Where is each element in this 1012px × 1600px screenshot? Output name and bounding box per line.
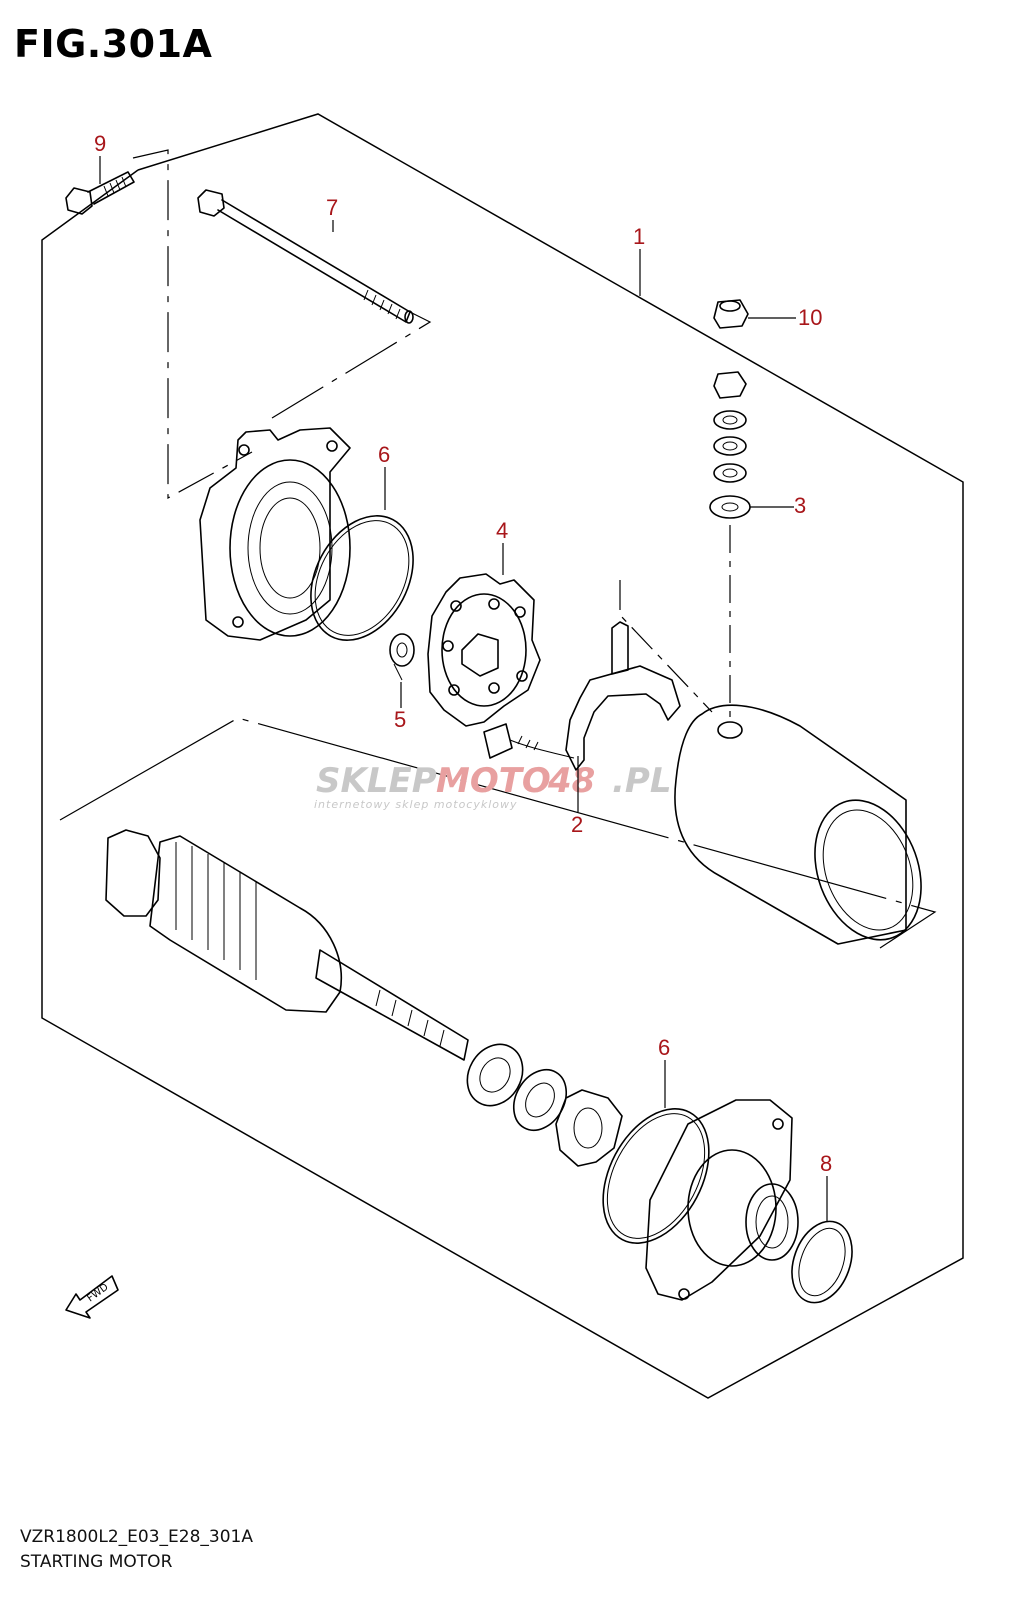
shaft-washers	[466, 1043, 623, 1167]
callout-5: 5	[394, 707, 406, 732]
callout-6-upper: 6	[378, 442, 390, 467]
motor-yoke	[674, 704, 922, 945]
callout-6-lower: 6	[658, 1035, 670, 1060]
o-ring-part-6-lower	[602, 1108, 710, 1244]
callout-8: 8	[820, 1151, 832, 1176]
terminal-brush-part-2	[483, 621, 681, 771]
watermark-brand-a: SKLEP	[316, 761, 437, 801]
watermark-brand-c: 48	[547, 761, 595, 801]
assembly-frame	[41, 113, 964, 1399]
callout-7: 7	[326, 195, 338, 220]
callout-3: 3	[794, 493, 806, 518]
callout-1: 1	[633, 224, 645, 249]
callout-4: 4	[496, 518, 508, 543]
o-ring-part-6-upper	[310, 515, 414, 641]
through-bolt-part-7	[197, 189, 414, 324]
guide-lines	[59, 149, 937, 949]
bearing-part-5	[389, 633, 415, 681]
o-ring-part-8	[791, 1220, 853, 1304]
fwd-label: FWD	[85, 1282, 111, 1305]
watermark: SKLEP MOTO 48 .PL internetowy sklep moto…	[314, 761, 672, 811]
watermark-brand-d: .PL	[612, 761, 672, 801]
washer-stack-part-3	[709, 371, 751, 519]
nut-part-10	[713, 299, 749, 329]
rear-end-cover	[199, 427, 351, 641]
figure-code: VZR1800L2_E03_E28_301A	[20, 1527, 253, 1547]
callouts: 9 7 1 10 3 6 4 5 2 6 8	[94, 131, 832, 1176]
callout-10: 10	[798, 305, 822, 330]
fwd-arrow-icon: FWD	[65, 1275, 119, 1319]
leader-lines	[99, 156, 828, 1222]
brush-holder-part-4	[427, 573, 541, 727]
armature	[105, 829, 469, 1061]
watermark-tagline: internetowy sklep motocyklowy	[314, 798, 518, 811]
figure-title: FIG.301A	[14, 22, 213, 66]
callout-9: 9	[94, 131, 106, 156]
bolt-part-9	[65, 171, 135, 215]
watermark-brand-b: MOTO	[436, 761, 551, 801]
front-end-cover	[645, 1099, 799, 1301]
figure-caption: STARTING MOTOR	[20, 1552, 173, 1572]
callout-2: 2	[571, 812, 583, 837]
